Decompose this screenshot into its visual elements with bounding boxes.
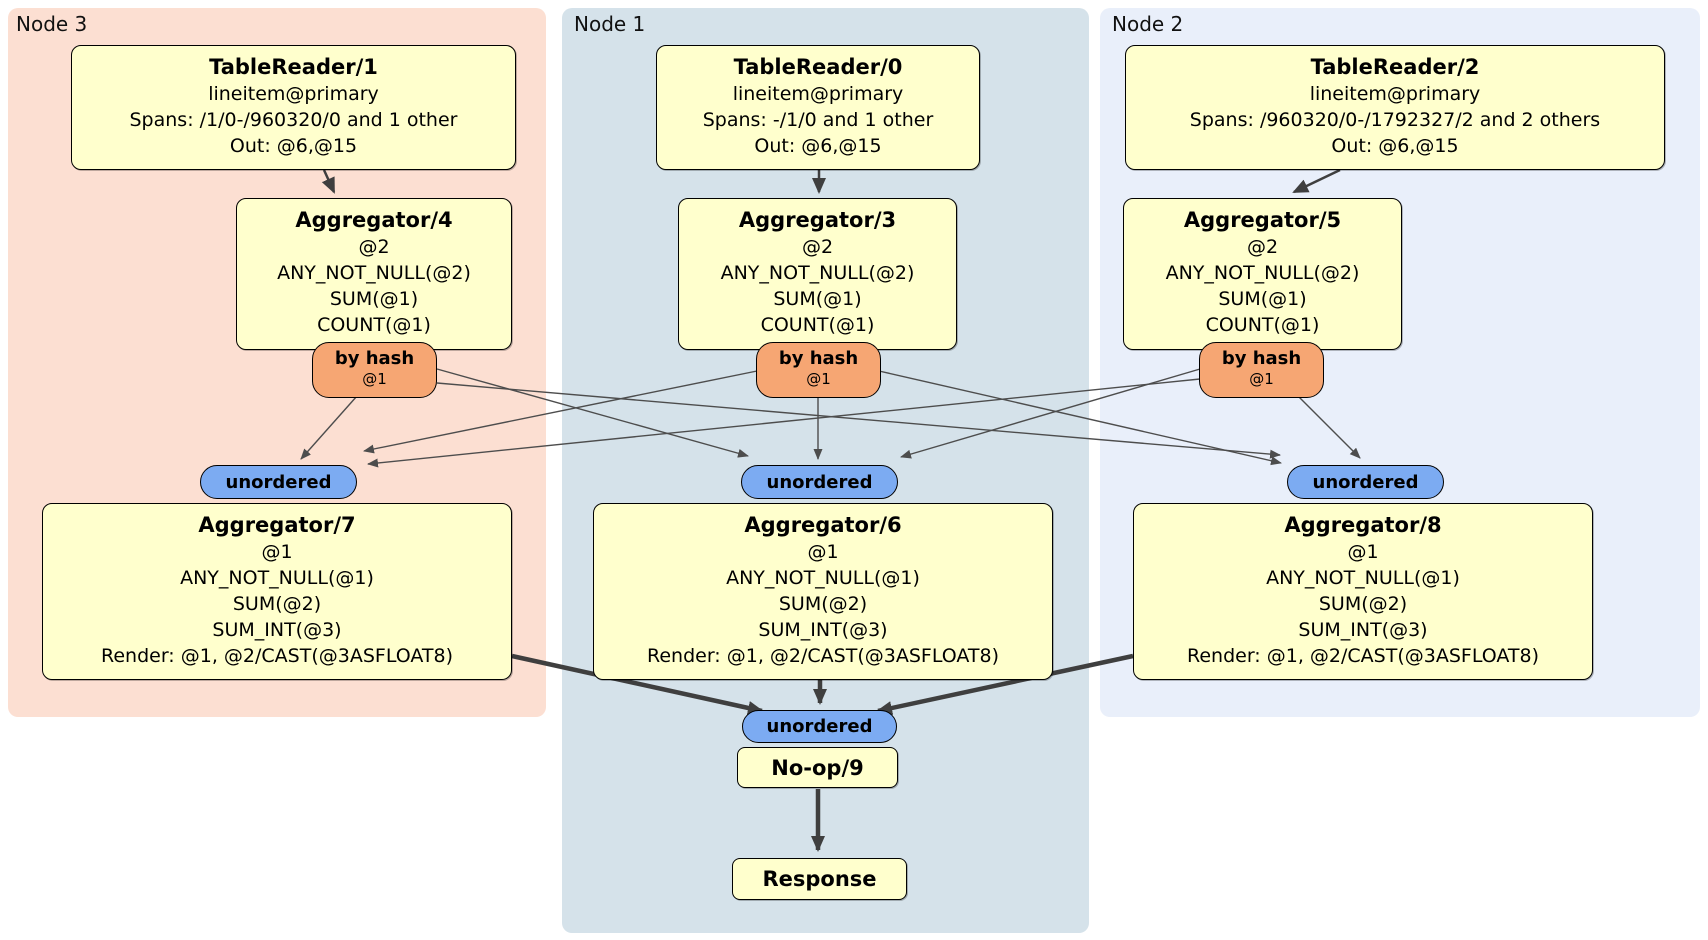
node-line: ANY_NOT_NULL(@1)	[180, 567, 374, 589]
node-line: Out: @6,@15	[1331, 135, 1459, 157]
node-line: SUM_INT(@3)	[1298, 619, 1428, 641]
node-tablereader-0: TableReader/0 lineitem@primary Spans: -/…	[656, 45, 980, 170]
node-title: Aggregator/3	[738, 208, 897, 232]
edge-byhash4-unordered6	[436, 368, 749, 458]
router-key: @1	[806, 370, 831, 388]
node-tablereader-1: TableReader/1 lineitem@primary Spans: /1…	[71, 45, 516, 170]
node-line: SUM(@1)	[329, 288, 419, 310]
router-key: @1	[362, 370, 387, 388]
node-aggregator-5: Aggregator/5 @2 ANY_NOT_NULL(@2) SUM(@1)…	[1123, 198, 1402, 350]
node-line: Render: @1, @2/CAST(@3ASFLOAT8)	[101, 645, 453, 667]
edge-byhash3-unordered7	[363, 370, 758, 454]
node-aggregator-7: Aggregator/7 @1 ANY_NOT_NULL(@1) SUM(@2)…	[42, 503, 512, 680]
node-title: TableReader/1	[209, 55, 378, 79]
edge-agg8-unordered9	[876, 653, 1134, 715]
node-line: ANY_NOT_NULL(@2)	[1165, 262, 1360, 284]
stream-unordered-7: unordered	[200, 465, 357, 499]
node-title: Aggregator/7	[198, 513, 356, 537]
node-noop-9: No-op/9	[737, 747, 898, 788]
node-title: Aggregator/5	[1183, 208, 1342, 232]
router-label: by hash	[1221, 348, 1302, 369]
stream-unordered-6: unordered	[741, 465, 898, 499]
node-line: Spans: -/1/0 and 1 other	[702, 109, 934, 131]
edge-agg7-unordered9	[511, 653, 764, 715]
edge-byhash4-unordered8	[436, 382, 1281, 459]
router-by-hash-3: by hash @1	[756, 342, 881, 398]
router-label: by hash	[334, 348, 415, 369]
node-tablereader-2: TableReader/2 lineitem@primary Spans: /9…	[1125, 45, 1665, 170]
edge-group-final	[511, 653, 1134, 852]
node-title: TableReader/2	[1310, 55, 1480, 79]
node-line: @2	[358, 236, 390, 258]
node-line: @1	[1347, 541, 1379, 563]
node-aggregator-4: Aggregator/4 @2 ANY_NOT_NULL(@2) SUM(@1)…	[236, 198, 512, 350]
node-line: Out: @6,@15	[229, 135, 358, 157]
region-label-node1: Node 1	[574, 12, 646, 36]
node-aggregator-3: Aggregator/3 @2 ANY_NOT_NULL(@2) SUM(@1)…	[678, 198, 957, 350]
node-line: @2	[801, 236, 834, 258]
node-line: Render: @1, @2/CAST(@3ASFLOAT8)	[647, 645, 999, 667]
node-line: lineitem@primary	[1309, 83, 1481, 105]
node-line: lineitem@primary	[732, 83, 904, 105]
node-response: Response	[732, 858, 907, 900]
node-line: SUM(@2)	[778, 593, 868, 615]
stream-unordered-8: unordered	[1287, 465, 1444, 499]
node-line: SUM(@1)	[773, 288, 862, 310]
node-line: @2	[1246, 236, 1279, 258]
edge-byhash5-unordered6	[900, 368, 1201, 459]
node-title: Aggregator/8	[1284, 513, 1442, 537]
node-line: SUM(@2)	[232, 593, 322, 615]
edge-group-hash-to-unordered	[300, 368, 1361, 468]
node-line: Spans: /960320/0-/1792327/2 and 2 others	[1189, 109, 1601, 131]
node-line: SUM(@2)	[1318, 593, 1408, 615]
router-label: by hash	[778, 348, 859, 369]
edge-byhash5-unordered7	[367, 378, 1201, 468]
node-line: @1	[807, 541, 839, 563]
stream-label: unordered	[766, 471, 873, 493]
edge-byhash5-unordered8	[1297, 395, 1361, 459]
stream-label: unordered	[766, 716, 873, 737]
node-line: SUM_INT(@3)	[212, 619, 342, 641]
stream-unordered-9: unordered	[742, 710, 897, 743]
node-line: SUM(@1)	[1218, 288, 1307, 310]
node-line: @1	[261, 541, 293, 563]
node-line: ANY_NOT_NULL(@2)	[277, 262, 471, 284]
edge-byhash3-unordered8	[878, 370, 1282, 466]
node-title: TableReader/0	[733, 55, 903, 79]
node-line: Render: @1, @2/CAST(@3ASFLOAT8)	[1187, 645, 1539, 667]
region-label-node3: Node 3	[16, 12, 88, 36]
node-aggregator-6: Aggregator/6 @1 ANY_NOT_NULL(@1) SUM(@2)…	[593, 503, 1053, 680]
node-line: SUM_INT(@3)	[758, 619, 888, 641]
node-title: Response	[762, 867, 877, 891]
node-line: Out: @6,@15	[754, 135, 882, 157]
node-line: Spans: /1/0-/960320/0 and 1 other	[129, 109, 458, 131]
node-line: ANY_NOT_NULL(@2)	[720, 262, 915, 284]
edge-tr1-agg4	[321, 169, 336, 194]
node-aggregator-8: Aggregator/8 @1 ANY_NOT_NULL(@1) SUM(@2)…	[1133, 503, 1593, 680]
router-by-hash-5: by hash @1	[1199, 342, 1324, 398]
router-by-hash-4: by hash @1	[312, 342, 437, 398]
node-line: lineitem@primary	[208, 83, 379, 105]
stream-label: unordered	[1312, 471, 1419, 493]
node-title: Aggregator/4	[295, 208, 453, 232]
node-line: COUNT(@1)	[317, 314, 431, 336]
node-line: COUNT(@1)	[760, 314, 875, 336]
node-title: No-op/9	[771, 755, 864, 780]
stream-label: unordered	[225, 471, 332, 493]
node-title: Aggregator/6	[744, 513, 902, 537]
node-line: COUNT(@1)	[1205, 314, 1320, 336]
region-label-node2: Node 2	[1112, 12, 1184, 36]
edge-group-tablereader-to-aggregator	[321, 168, 1341, 194]
node-line: ANY_NOT_NULL(@1)	[726, 567, 920, 589]
edge-tr2-agg5	[1292, 168, 1341, 194]
router-key: @1	[1249, 370, 1274, 388]
edge-byhash4-unordered7	[300, 395, 358, 460]
node-line: ANY_NOT_NULL(@1)	[1266, 567, 1460, 589]
